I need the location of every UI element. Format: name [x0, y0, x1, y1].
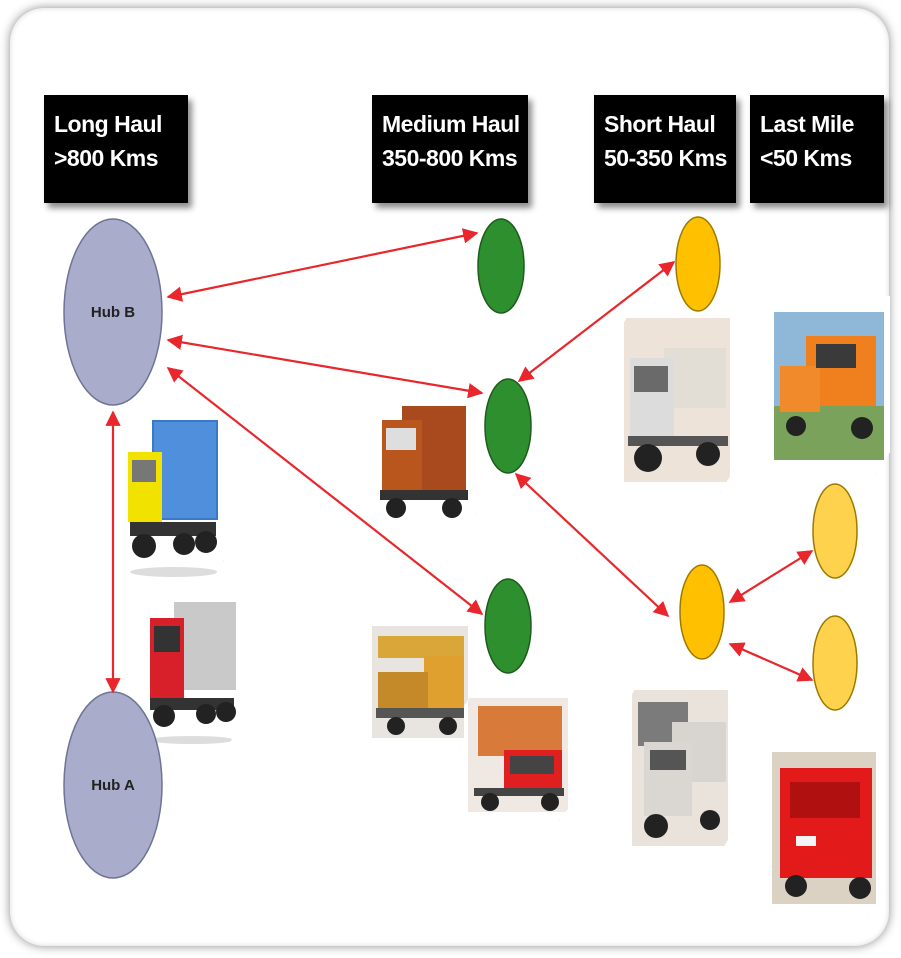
hub-a-label: Hub A: [91, 777, 135, 794]
header-medium-haul-line2: 350-800 Kms: [382, 145, 518, 171]
last-mile-node-2: [812, 615, 858, 711]
arrow-hub-b-medium-3: [166, 367, 484, 615]
short-node-1: [675, 216, 721, 312]
header-medium-haul-line1: Medium Haul: [382, 111, 520, 137]
header-last-mile: Last Mile <50 Kms: [750, 95, 884, 203]
arrow-short-2-last-mile-1: [728, 550, 814, 603]
last-mile-node-1: [812, 483, 858, 579]
arrow-medium-2-short-2: [514, 472, 670, 618]
header-short-haul: Short Haul 50-350 Kms: [594, 95, 736, 203]
short-node-2: [679, 564, 725, 660]
header-long-haul-line1: Long Haul: [54, 111, 162, 137]
orange-lorry-icon: [464, 690, 572, 820]
medium-node-3: [484, 578, 532, 674]
open-cargo-truck-icon: [368, 616, 472, 750]
arrow-hub-b-medium-2: [166, 334, 484, 399]
header-short-haul-line2: 50-350 Kms: [604, 145, 727, 171]
orange-three-wheeler-icon: [766, 296, 890, 474]
header-last-mile-line1: Last Mile: [760, 111, 854, 137]
arrow-medium-2-short-1: [517, 261, 676, 382]
header-last-mile-line2: <50 Kms: [760, 145, 852, 171]
red-cart-icon: [766, 738, 882, 916]
arrow-hub-b-medium-1: [166, 228, 479, 302]
pickup-truck-icon: [620, 308, 734, 492]
hub-b-label: Hub B: [91, 304, 135, 321]
arrow-short-2-last-mile-2: [728, 642, 814, 682]
hub-b-node: [63, 218, 163, 406]
medium-node-1: [477, 218, 525, 314]
header-medium-haul: Medium Haul 350-800 Kms: [372, 95, 528, 203]
medium-node-2: [484, 378, 532, 474]
header-long-haul: Long Haul >800 Kms: [44, 95, 188, 203]
white-minitruck-icon: [628, 682, 732, 854]
header-long-haul-line2: >800 Kms: [54, 145, 159, 171]
header-short-haul-line1: Short Haul: [604, 111, 716, 137]
